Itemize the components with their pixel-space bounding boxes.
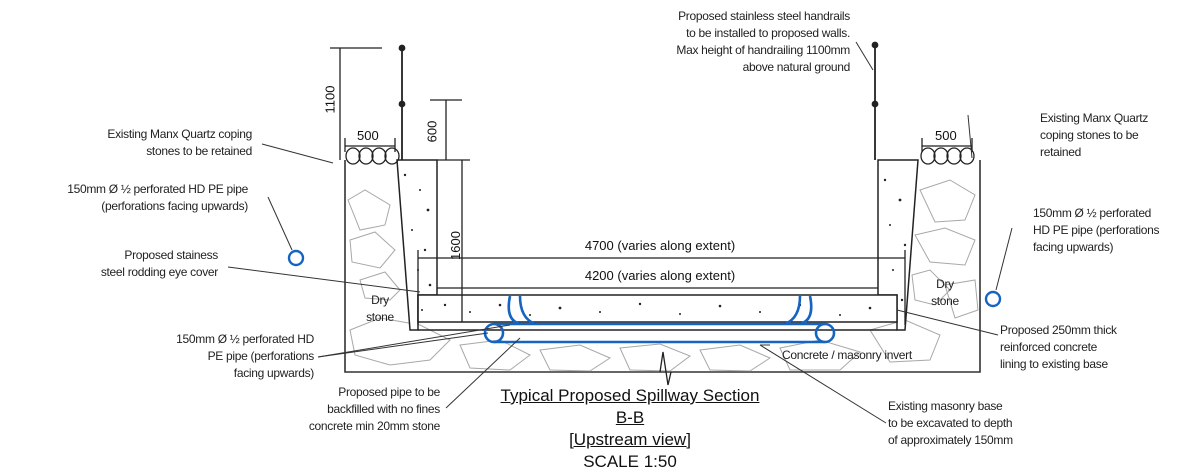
- annotation-line: Existing Manx Quartz coping: [107, 127, 252, 141]
- annotation-line: Existing Manx Quartz: [1040, 111, 1149, 125]
- label-dry-stone-left: Dry stone: [360, 292, 400, 326]
- annotation-line: above natural ground: [742, 60, 851, 74]
- dim-handrail-height: 1100: [322, 85, 338, 114]
- annotation-line: Proposed pipe to be: [338, 385, 440, 399]
- annotation-line: HD PE pipe (perforations: [1033, 223, 1160, 237]
- annotation-line: Proposed stainless steel handrails: [678, 9, 850, 23]
- drawing-subtitle: [Upstream view]: [569, 430, 691, 449]
- annotation-line: of approximately 150mm: [888, 433, 1013, 447]
- coping-stones-right: [920, 147, 975, 165]
- annotation-coping-right: Existing Manx Quartz coping stones to be…: [1040, 110, 1190, 161]
- handrail-right: [871, 41, 879, 160]
- annotation-line: Proposed 250mm thick: [1000, 323, 1117, 337]
- annotation-line: retained: [1040, 145, 1081, 159]
- drawing-title-block: Typical Proposed Spillway Section B-B [U…: [500, 385, 760, 473]
- dim-wall-height: 1600: [447, 231, 463, 260]
- dim-inner-width: 4200 (varies along extent): [584, 268, 736, 283]
- annotation-pipe-right: 150mm Ø ½ perforated HD PE pipe (perfora…: [1033, 205, 1198, 256]
- annotation-line: Dry: [936, 277, 954, 291]
- annotation-line: 150mm Ø ½ perforated HD: [176, 332, 314, 346]
- annotation-line: coping stones to be: [1040, 128, 1139, 142]
- annotation-line: 150mm Ø ½ perforated: [1033, 206, 1152, 220]
- annotation-line: to be installed to proposed walls.: [686, 26, 850, 40]
- dim-coping-left: 500: [357, 128, 379, 143]
- ground-outline: [344, 160, 981, 373]
- annotation-coping-left: Existing Manx Quartz coping stones to be…: [20, 126, 252, 160]
- annotation-line: PE pipe (perforations: [207, 349, 315, 363]
- annotation-line: stones to be retained: [146, 144, 252, 158]
- handrail-left: [398, 44, 406, 160]
- annotation-concrete-lining: Proposed 250mm thick reinforced concrete…: [1000, 322, 1170, 373]
- annotation-pipe-top-left: 150mm Ø ½ perforated HD PE pipe (perfora…: [0, 181, 248, 215]
- annotation-invert: Concrete / masonry invert: [782, 348, 912, 362]
- annotation-line: Existing masonry base: [888, 399, 1003, 413]
- annotation-line: Max height of handrailing 1100mm: [676, 43, 850, 57]
- annotation-line: facing upwards): [1033, 240, 1114, 254]
- dimension-lines: [330, 47, 973, 386]
- annotation-line: facing upwards): [233, 366, 315, 380]
- dim-outer-width: 4700 (varies along extent): [584, 238, 736, 253]
- annotation-line: to be excavated to depth: [888, 416, 1013, 430]
- label-dry-stone-right: Dry stone: [925, 276, 965, 310]
- drawing-scale: SCALE 1:50: [583, 452, 677, 471]
- dim-coping-right: 500: [935, 128, 957, 143]
- coping-stones-left: [345, 147, 400, 165]
- drawing-title: Typical Proposed Spillway Section B-B: [500, 386, 760, 427]
- annotation-handrails: Proposed stainless steel handrails to be…: [600, 8, 850, 76]
- annotation-line: Dry: [371, 293, 389, 307]
- annotation-line: reinforced concrete: [1000, 340, 1098, 354]
- annotation-rodding-eye: Proposed stainess steel rodding eye cove…: [40, 247, 218, 281]
- annotation-backfill: Proposed pipe to be backfilled with no f…: [290, 384, 440, 435]
- annotation-line: backfilled with no fines: [327, 402, 440, 416]
- leader-lines: [227, 41, 1013, 424]
- annotation-line: lining to existing base: [1000, 357, 1108, 371]
- annotation-line: steel rodding eye cover: [100, 265, 218, 279]
- annotation-excavation: Existing masonry base to be excavated to…: [888, 398, 1068, 449]
- annotation-line: stone: [931, 294, 959, 308]
- dim-wall-upstand: 600: [424, 120, 440, 143]
- drain-pipe-system: [287, 249, 1002, 344]
- annotation-line: Proposed stainess: [124, 248, 218, 262]
- concrete-speckle: [403, 173, 907, 316]
- annotation-line: concrete min 20mm stone: [308, 419, 440, 433]
- annotation-pipe-bottom-left: 150mm Ø ½ perforated HD PE pipe (perfora…: [100, 331, 314, 382]
- annotation-line: (perforations facing upwards): [101, 199, 248, 213]
- annotation-line: stone: [366, 310, 394, 324]
- annotation-line: 150mm Ø ½ perforated HD PE pipe: [67, 182, 248, 196]
